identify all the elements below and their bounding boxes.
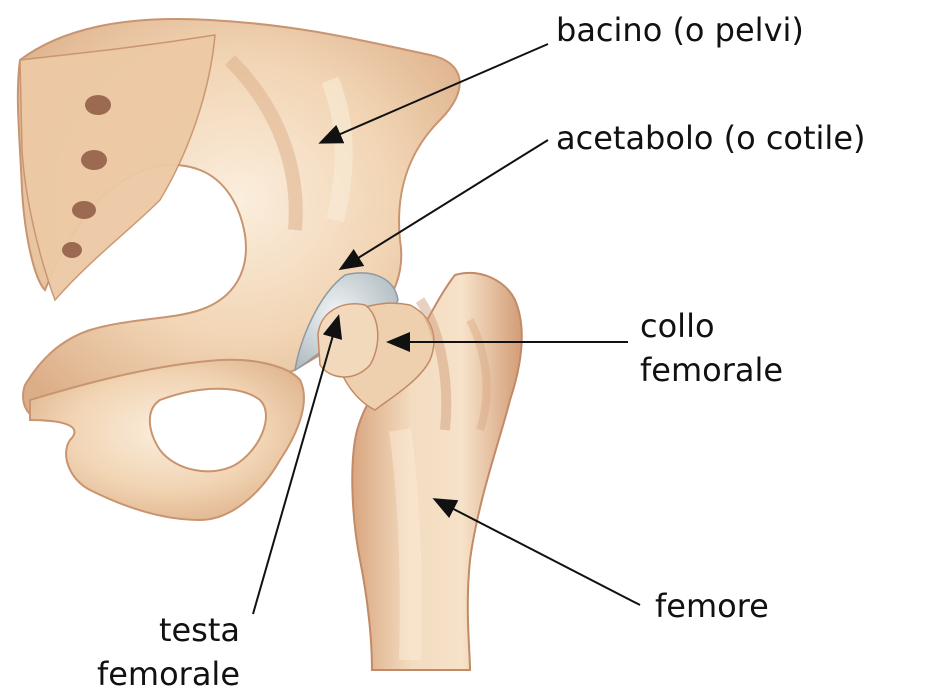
label-bacino: bacino (o pelvi) [556, 8, 804, 52]
label-femore: femore [655, 584, 769, 628]
label-testa-line2: femorale [60, 652, 240, 696]
label-testa-line1: testa [60, 608, 240, 652]
label-collo-line1: collo [640, 304, 783, 348]
label-bacino-text: bacino (o pelvi) [556, 8, 804, 52]
label-testa-femorale: testa femorale [60, 608, 240, 696]
femur-bone [318, 273, 522, 670]
label-acetabolo: acetabolo (o cotile) [556, 116, 865, 160]
label-femore-text: femore [655, 584, 769, 628]
label-collo-femorale: collo femorale [640, 304, 783, 392]
label-collo-line2: femorale [640, 348, 783, 392]
label-acetabolo-text: acetabolo (o cotile) [556, 116, 865, 160]
